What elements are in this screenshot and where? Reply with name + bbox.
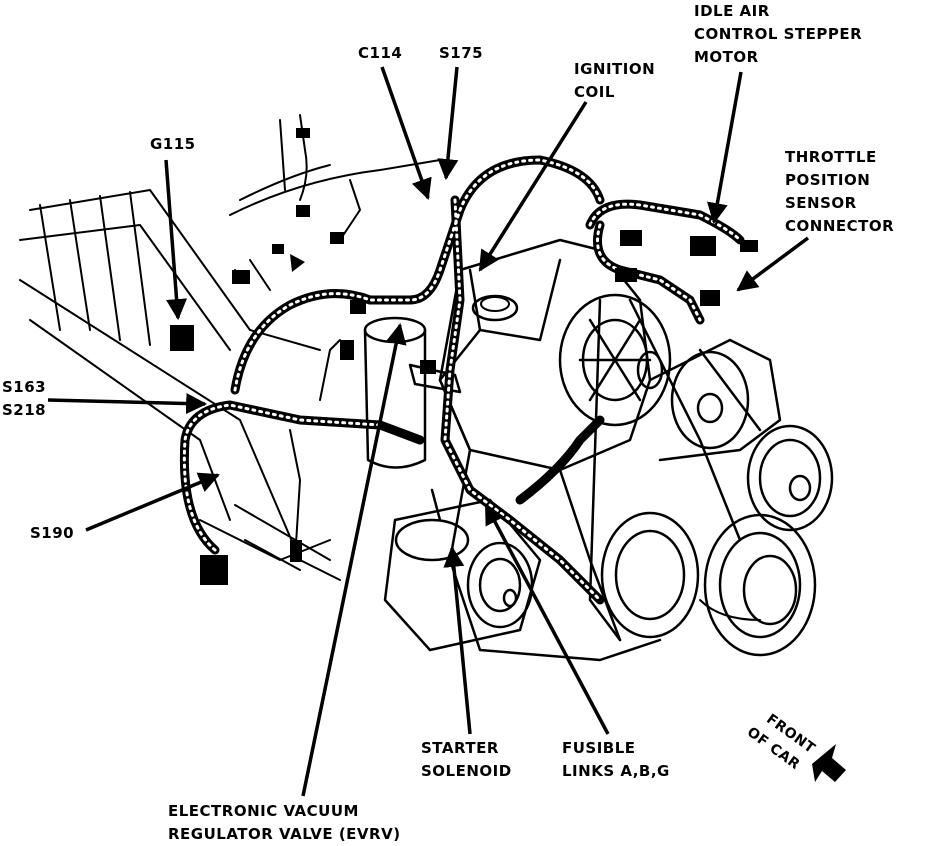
- connectors: [170, 128, 758, 585]
- leader-s163-s218: [47, 393, 208, 415]
- label-line: THROTTLE: [785, 148, 877, 166]
- label-line: IDLE AIR: [694, 2, 770, 20]
- label-line: MOTOR: [694, 48, 759, 66]
- label-line: SENSOR: [785, 194, 857, 212]
- leader-ignition-coil: [478, 101, 588, 272]
- label-line: FUSIBLE: [562, 739, 636, 757]
- label-c114: C114: [358, 44, 403, 62]
- label-line: REGULATOR VALVE (EVRV): [168, 825, 401, 843]
- leader-fusible-links: [484, 503, 610, 735]
- label-line: COIL: [574, 83, 615, 101]
- leader-g115: [164, 159, 188, 321]
- label-idle-air-control-stepper-motor: IDLE AIR CONTROL STEPPER MOTOR: [694, 0, 862, 69]
- starter-motor: [383, 488, 542, 652]
- leader-throttle: [736, 236, 810, 292]
- leader-s190: [85, 472, 220, 532]
- leader-starter-solenoid: [443, 545, 472, 735]
- label-g115: G115: [150, 135, 196, 153]
- engine-block: [438, 238, 782, 662]
- label-line: S163: [2, 378, 47, 396]
- leader-evrv: [301, 322, 407, 797]
- label-s190: S190: [30, 524, 75, 542]
- label-throttle-position-sensor-connector: THROTTLE POSITION SENSOR CONNECTOR: [785, 146, 894, 238]
- leader-lines: [47, 66, 810, 797]
- leader-c114: [380, 66, 432, 200]
- label-line: ELECTRONIC VACUUM: [168, 802, 359, 820]
- label-line: SOLENOID: [421, 762, 512, 780]
- alternator: [558, 293, 672, 427]
- leader-s175: [437, 66, 459, 181]
- label-line: POSITION: [785, 171, 871, 189]
- ac-pulley: [746, 424, 834, 532]
- fender-structure: [19, 189, 341, 581]
- label-evrv: ELECTRONIC VACUUM REGULATOR VALVE (EVRV): [168, 800, 401, 846]
- label-line: IGNITION: [574, 60, 656, 78]
- label-line: CONTROL STEPPER: [694, 25, 863, 43]
- crank-pulleys: [600, 511, 817, 657]
- label-fusible-links: FUSIBLE LINKS A,B,G: [562, 737, 670, 783]
- label-ignition-coil: IGNITION COIL: [574, 58, 655, 104]
- label-line: STARTER: [421, 739, 499, 757]
- filler-cap: [471, 294, 519, 322]
- wiring-harness: [179, 155, 745, 605]
- label-line: S218: [2, 401, 47, 419]
- idler-pulley: [670, 350, 750, 450]
- drive-belt: [588, 298, 762, 642]
- label-line: LINKS A,B,G: [562, 762, 670, 780]
- label-starter-solenoid: STARTER SOLENOID: [421, 737, 512, 783]
- label-s175: S175: [439, 44, 484, 62]
- leader-idle-air: [707, 71, 743, 225]
- label-s163-s218: S163 S218: [2, 376, 46, 422]
- front-of-car-arrow-icon: [812, 744, 846, 782]
- label-line: CONNECTOR: [785, 217, 895, 235]
